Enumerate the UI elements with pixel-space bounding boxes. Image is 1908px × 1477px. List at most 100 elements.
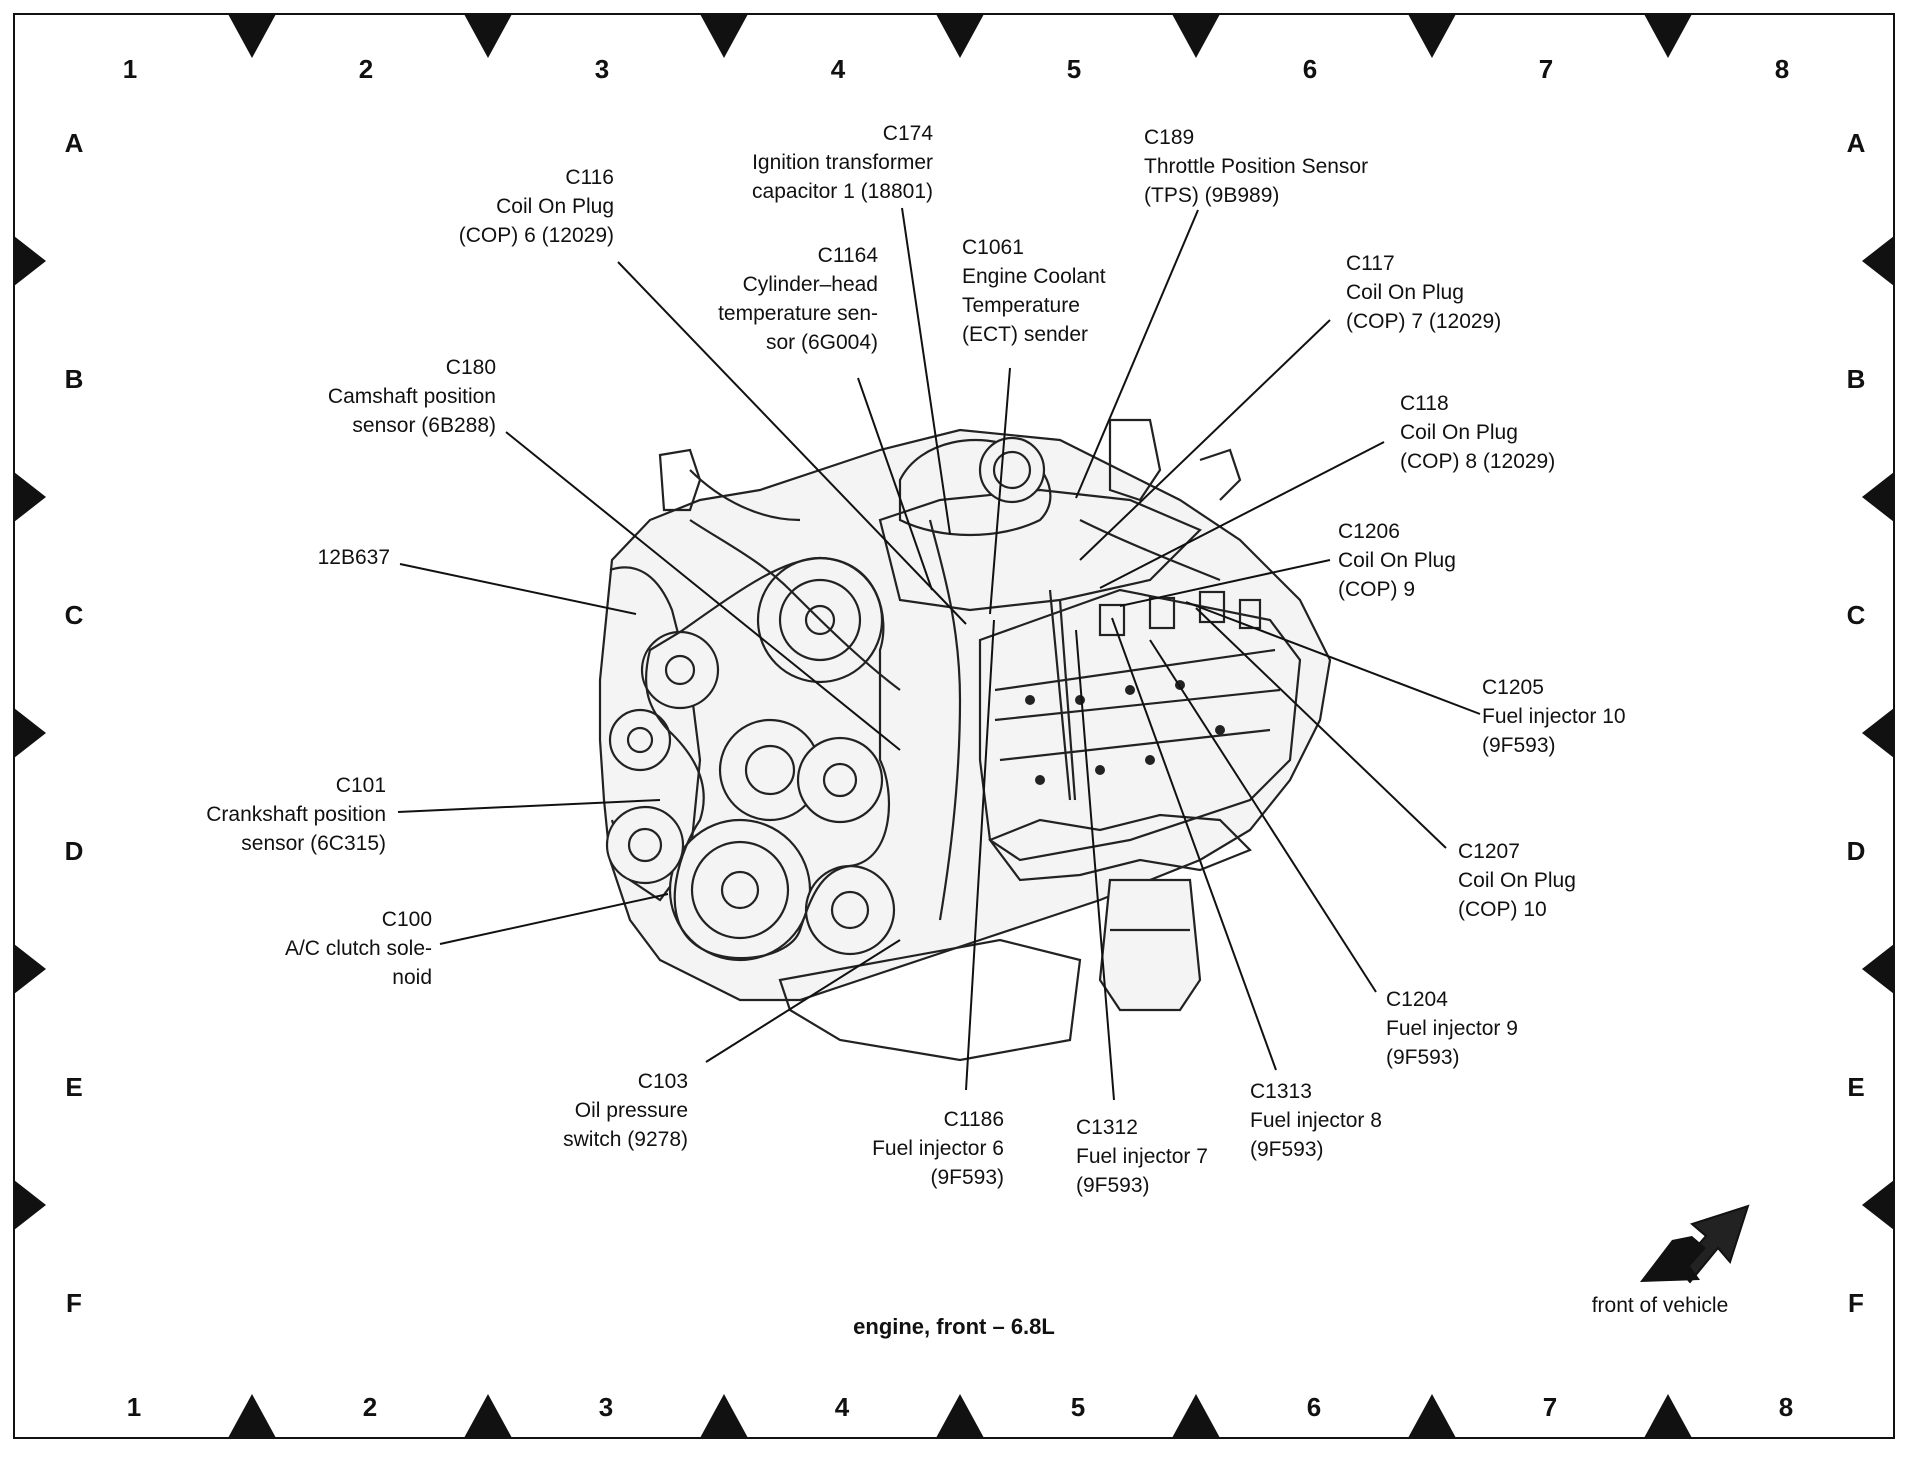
grid-col-bottom-6: 6	[1307, 1392, 1321, 1422]
leader-c1204	[1149, 639, 1377, 993]
callout-c1061-line-1: Engine Coolant	[962, 265, 1106, 288]
grid-row-left-A: A	[65, 128, 84, 158]
callout-c189-line-1: Throttle Position Sensor	[1144, 155, 1368, 178]
leader-c180	[505, 431, 901, 751]
power-steering-pulley	[796, 736, 884, 824]
idler-pulley-lower	[804, 864, 896, 956]
leader-12b637	[399, 563, 637, 615]
callout-c1312-line-0: C1312	[1076, 1116, 1138, 1139]
callout-c1061-line-3: (ECT) sender	[962, 323, 1088, 346]
leader-c1313	[1111, 617, 1277, 1071]
callout-c1205-line-2: (9F593)	[1482, 734, 1556, 757]
leader-c1061	[989, 367, 1011, 615]
bottom-grid-markers	[228, 1394, 1692, 1438]
grid-row-left-F: F	[66, 1288, 82, 1318]
callout-c1207-line-0: C1207	[1458, 840, 1520, 863]
callout-c1061-line-2: Temperature	[962, 294, 1080, 317]
grid-col-top-8: 8	[1775, 54, 1789, 84]
throttle-body	[978, 436, 1046, 504]
callout-c180-line-2: sensor (6B288)	[352, 414, 496, 437]
grid-row-right-D: D	[1847, 836, 1866, 866]
callout-c1204-line-2: (9F593)	[1386, 1046, 1460, 1069]
callout-c1164-line-3: sor (6G004)	[766, 331, 878, 354]
tensioner-pulley	[608, 708, 672, 772]
callout-c189-line-2: (TPS) (9B989)	[1144, 184, 1279, 207]
idler-pulley-upper	[640, 630, 720, 710]
front-of-vehicle-label: front of vehicle	[1592, 1294, 1729, 1317]
callout-c101-line-1: Crankshaft position	[206, 803, 386, 826]
callout-c180-line-0: C180	[446, 356, 496, 379]
grid-col-top-6: 6	[1303, 54, 1317, 84]
leader-c100	[439, 893, 669, 945]
leader-c189	[1075, 209, 1199, 499]
callout-c117-line-1: Coil On Plug	[1346, 281, 1464, 304]
callout-c1313-line-2: (9F593)	[1250, 1138, 1324, 1161]
grid-row-left-D: D	[65, 836, 84, 866]
valve-cover-right	[978, 588, 1302, 862]
callout-c1061-line-0: C1061	[962, 236, 1024, 259]
callout-c189-line-0: C189	[1144, 126, 1194, 149]
callout-c100-line-0: C100	[382, 908, 432, 931]
callout-c1164-line-1: Cylinder–head	[743, 273, 878, 296]
callout-c118-line-0: C118	[1400, 392, 1449, 415]
leader-c117	[1079, 319, 1331, 561]
grid-col-top-3: 3	[595, 54, 609, 84]
callout-c100-line-2: noid	[392, 966, 432, 989]
callout-12b637: 12B637	[318, 546, 390, 569]
oil-pan	[778, 938, 1082, 1062]
callout-c174-line-1: Ignition transformer	[752, 151, 933, 174]
grid-col-top-2: 2	[359, 54, 373, 84]
top-grid-markers	[228, 14, 1692, 58]
callout-c1204-line-0: C1204	[1386, 988, 1448, 1011]
callout-c180-line-1: Camshaft position	[328, 385, 496, 408]
grid-row-right-A: A	[1847, 128, 1866, 158]
callout-c1207-line-2: (COP) 10	[1458, 898, 1547, 921]
right-grid-markers	[1862, 236, 1894, 1230]
grid-row-right-E: E	[1847, 1072, 1864, 1102]
grid-row-left-C: C	[65, 600, 84, 630]
callout-c116-line-1: Coil On Plug	[496, 195, 614, 218]
grid-col-top-1: 1	[123, 54, 137, 84]
callout-c174-line-0: C174	[883, 122, 934, 145]
leader-c101	[397, 799, 661, 813]
callout-12b637-line-0: 12B637	[318, 546, 390, 569]
callout-c1206-line-1: Coil On Plug	[1338, 549, 1456, 572]
callout-c1312-line-2: (9F593)	[1076, 1174, 1150, 1197]
callout-c1164-line-0: C1164	[818, 244, 879, 267]
intake-manifold	[878, 488, 1202, 612]
callout-c1186-line-2: (9F593)	[930, 1166, 1004, 1189]
leader-c1186	[965, 619, 995, 1091]
callout-c118-line-2: (COP) 8 (12029)	[1400, 450, 1555, 473]
leader-c118	[1099, 441, 1385, 589]
callout-c117-line-0: C117	[1346, 252, 1395, 275]
leader-c1207	[1195, 607, 1447, 849]
grid-col-bottom-1: 1	[127, 1392, 141, 1422]
grid-col-top-7: 7	[1539, 54, 1553, 84]
leader-c1206	[1119, 559, 1331, 607]
callout-c1206-line-2: (COP) 9	[1338, 578, 1415, 601]
callout-c1186-line-1: Fuel injector 6	[872, 1137, 1004, 1160]
callout-c1205-line-1: Fuel injector 10	[1482, 705, 1626, 728]
grid-col-top-5: 5	[1067, 54, 1081, 84]
leader-c1164	[857, 377, 933, 591]
diagram-caption: engine, front – 6.8L	[853, 1314, 1055, 1339]
exhaust-manifold	[988, 813, 1252, 882]
